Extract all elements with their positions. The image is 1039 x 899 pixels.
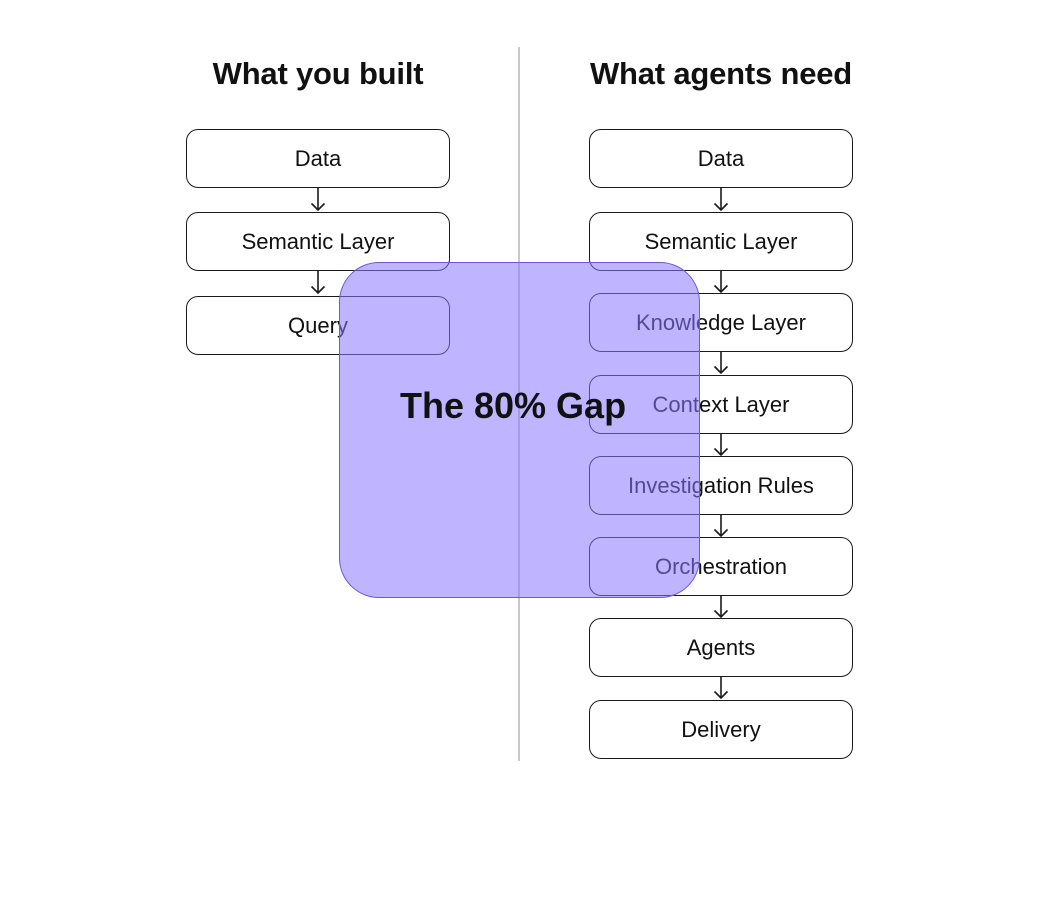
left-step-data: Data [186, 129, 450, 188]
gap-label: The 80% Gap [400, 385, 627, 426]
right-step-delivery: Delivery [589, 700, 853, 759]
down-arrow-icon [713, 433, 729, 457]
down-arrow-icon [310, 271, 326, 295]
right-step-semantic-layer: Semantic Layer [589, 212, 853, 271]
down-arrow-icon [310, 188, 326, 212]
down-arrow-icon [713, 188, 729, 212]
down-arrow-icon [713, 270, 729, 294]
right-step-data: Data [589, 129, 853, 188]
right-column-title: What agents need [589, 56, 853, 91]
down-arrow-icon [713, 514, 729, 538]
right-step-agents: Agents [589, 618, 853, 677]
left-step-semantic-layer: Semantic Layer [186, 212, 450, 271]
down-arrow-icon [713, 676, 729, 700]
down-arrow-icon [713, 595, 729, 619]
left-column-title: What you built [212, 56, 424, 91]
down-arrow-icon [713, 351, 729, 375]
gap-highlight [339, 262, 700, 598]
